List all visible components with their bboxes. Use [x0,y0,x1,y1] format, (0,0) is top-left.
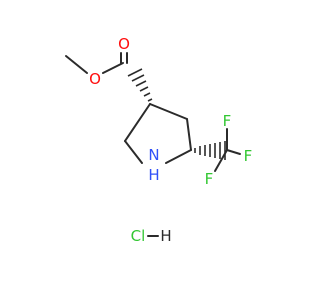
structure-canvas: O O N H F F F Cl H [65,35,252,245]
atom-h-ring: H [148,166,159,184]
bond-c3-c4 [149,103,188,120]
bond-cf3-f-right [226,149,241,155]
molecule-diagram: O O N H F F F Cl H [65,35,252,245]
atom-labels: O O N H F F F Cl H [89,35,252,245]
bond-oxygen-carbonyl-carbon [102,62,124,74]
salt-cl: Cl [131,227,146,245]
atom-f-right: F [244,147,253,165]
atom-f-top: F [223,112,232,130]
bond-c4-c5 [186,118,192,151]
salt-h: H [160,227,171,245]
atom-n-ring: N [148,146,159,164]
atom-o-ester: O [89,70,101,88]
hashed-wedge-c5-cf3 [194,141,226,160]
bond-methyl-oxygen [65,55,88,74]
hashed-wedge-c3-ester [127,68,153,102]
atom-f-bottom: F [205,170,214,188]
bond-c2-c3 [124,103,151,142]
atom-o-carbonyl: O [118,35,130,53]
bond-n1-c2 [124,140,143,164]
bond-c5-n1 [165,149,192,164]
